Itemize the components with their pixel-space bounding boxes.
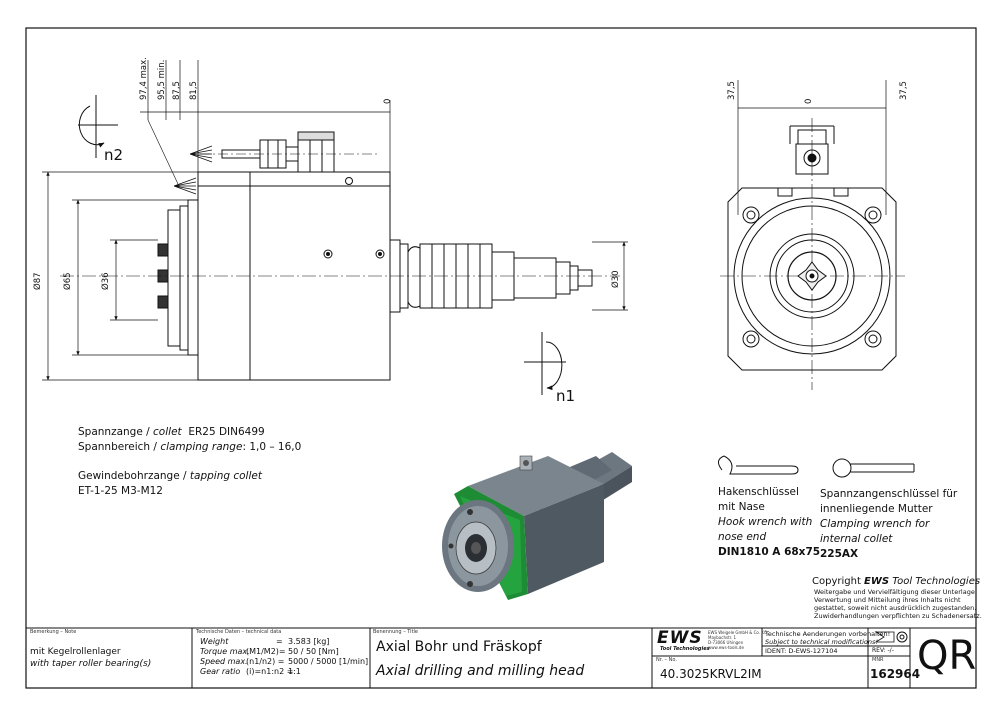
tapping-collet-note: Gewindebohrzange / tapping collet	[78, 470, 262, 482]
left-dimensions	[42, 60, 628, 381]
tech-weight-mid: =	[276, 637, 283, 646]
ews-logo-sub: Tool Technologies	[660, 646, 710, 652]
dim-95-5: 95,5 min.	[157, 59, 167, 100]
copyright-line-3: gestattet, soweit nicht ausdrücklich zug…	[814, 604, 977, 612]
clamp-wrench-de-1: Spannzangenschlüssel für	[820, 488, 958, 500]
dim-front-37-5-right: 37,5	[899, 81, 909, 100]
mnr-number: 162964	[870, 667, 921, 681]
tech-weight-label: Weight	[200, 637, 229, 646]
clamp-wrench-en-1: Clamping wrench for	[820, 518, 930, 530]
part-number: 40.3025KRVL2IM	[660, 667, 762, 681]
tech-speed-label: Speed max.	[200, 657, 248, 666]
rotation-symbol-n1	[524, 332, 566, 395]
copyright-heading: Copyright EWS Tool Technologies	[812, 576, 981, 587]
tech-torque-mid: (M1/M2)=	[246, 647, 286, 656]
company-line-2: Maybachstr. 1	[708, 635, 737, 640]
dim-dia-65: Ø65	[63, 272, 73, 290]
changes-en: Subject to technical modifications!	[765, 638, 878, 646]
dim-dia-36: Ø36	[101, 272, 111, 290]
tapping-collet-spec: ET-1-25 M3-M12	[78, 485, 163, 497]
copyright-line-2: Verwertung und Mitteilung ihres Inhalts …	[814, 596, 961, 604]
clamp-wrench-icon	[832, 458, 915, 478]
changes-de: Technische Aenderungen vorbehalten!	[765, 630, 891, 638]
company-line-3: D-73066 Uhingen	[708, 640, 744, 645]
front-dimensions	[737, 80, 887, 215]
dim-zero-side: 0	[383, 98, 393, 104]
rotation-label-n1: n1	[556, 387, 576, 405]
revision: REV: -/-	[872, 647, 894, 654]
rotation-symbol-n2	[78, 95, 118, 158]
collet-note: Spannzange / collet ER25 DIN6499	[78, 426, 265, 438]
tech-torque-value: 50 / 50 [Nm]	[288, 647, 339, 656]
hook-wrench-spec: DIN1810 A 68x75	[718, 546, 821, 558]
qr-code-label: QR	[917, 633, 977, 679]
hook-wrench-en-2: nose end	[718, 531, 767, 543]
clamp-wrench-de-2: innenliegende Mutter	[820, 503, 933, 515]
dim-87-5: 87,5	[172, 81, 182, 100]
dim-front-37-5-left: 37,5	[727, 81, 737, 100]
tech-speed-value: 5000 / 5000 [1/min]	[288, 657, 369, 666]
remark-heading: Bemerkung – Note	[30, 629, 77, 635]
rotation-label-n2: n2	[104, 146, 124, 164]
tech-data-heading: Technische Daten – technical data	[196, 629, 282, 635]
copyright-line-1: Weitergabe und Vervielfältigung dieser U…	[814, 588, 977, 596]
tech-gear-mid: (i)=n1:n2 =	[246, 667, 294, 676]
side-view	[60, 131, 620, 381]
hook-wrench-icon	[718, 455, 799, 475]
drawing-title-de: Axial Bohr und Fräskopf	[376, 639, 542, 655]
hook-wrench-en-1: Hook wrench with	[718, 516, 813, 528]
hook-wrench-de-2: mit Nase	[718, 501, 765, 513]
front-flange	[187, 199, 199, 356]
title-heading: Benennung – Title	[373, 629, 418, 635]
company-line-4: www.ews-tools.de	[708, 645, 744, 650]
clamp-wrench-en-2: internal collet	[820, 533, 893, 545]
front-flange-outline	[727, 187, 897, 371]
tech-weight-value: 3.583 [kg]	[288, 637, 330, 646]
dim-81-5: 81,5	[189, 81, 199, 100]
remark-en: with taper roller bearing(s)	[30, 659, 152, 669]
copyright-line-4: Zuwiderhandlungen verpflichten zu Schade…	[814, 612, 982, 620]
drawing-title-en: Axial drilling and milling head	[376, 663, 585, 679]
mnr-heading: MNR	[872, 657, 884, 663]
number-heading: Nr. – No.	[656, 657, 677, 663]
ident-number: IDENT: D-EWS-127104	[765, 647, 838, 655]
title-block	[26, 627, 976, 688]
clamp-wrench-spec: 225AX	[820, 548, 859, 560]
tech-gear-label: Gear ratio	[200, 667, 241, 676]
tech-torque-label: Torque max.	[200, 647, 250, 656]
product-render	[442, 452, 632, 600]
tech-speed-mid: (n1/n2) =	[246, 657, 285, 666]
hook-wrench-de-1: Hakenschlüssel	[718, 486, 799, 498]
dim-front-zero: 0	[804, 98, 814, 104]
tech-gear-value: 1:1	[288, 667, 301, 676]
company-line-1: EWS Weigele GmbH & Co. KG	[708, 630, 768, 635]
ews-logo: EWS	[657, 628, 703, 648]
sheet-border	[25, 27, 977, 689]
remark-de: mit Kegelrollenlager	[30, 647, 121, 657]
front-view	[720, 118, 905, 390]
dim-dia-30: Ø30	[611, 270, 621, 288]
dim-dia-87: Ø87	[33, 272, 43, 290]
clamping-range-note: Spannbereich / clamping range: 1,0 – 16,…	[78, 441, 302, 453]
dim-97-4: 97,4 max.	[139, 57, 149, 100]
